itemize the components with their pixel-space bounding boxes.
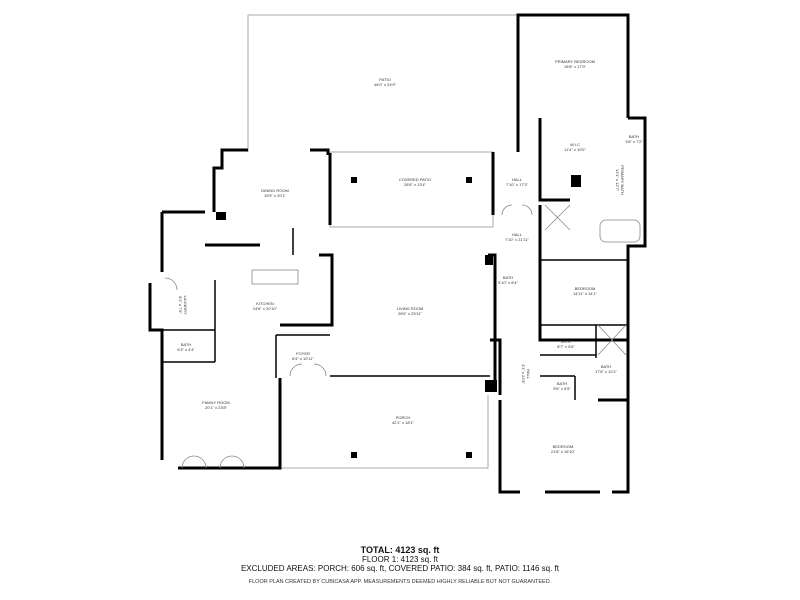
exterior-walls (148, 13, 647, 494)
total-area: TOTAL: 4123 sq. ft (360, 545, 440, 555)
column-posts (216, 175, 581, 458)
interior-walls (162, 228, 628, 400)
disclaimer-note: FLOOR PLAN CREATED BY CUBICASA APP. MEAS… (248, 579, 552, 585)
fixtures (164, 204, 641, 469)
floor-1-area: FLOOR 1: 4123 sq. ft (361, 555, 439, 564)
excluded-areas: EXCLUDED AREAS: PORCH: 606 sq. ft, COVER… (240, 564, 560, 573)
